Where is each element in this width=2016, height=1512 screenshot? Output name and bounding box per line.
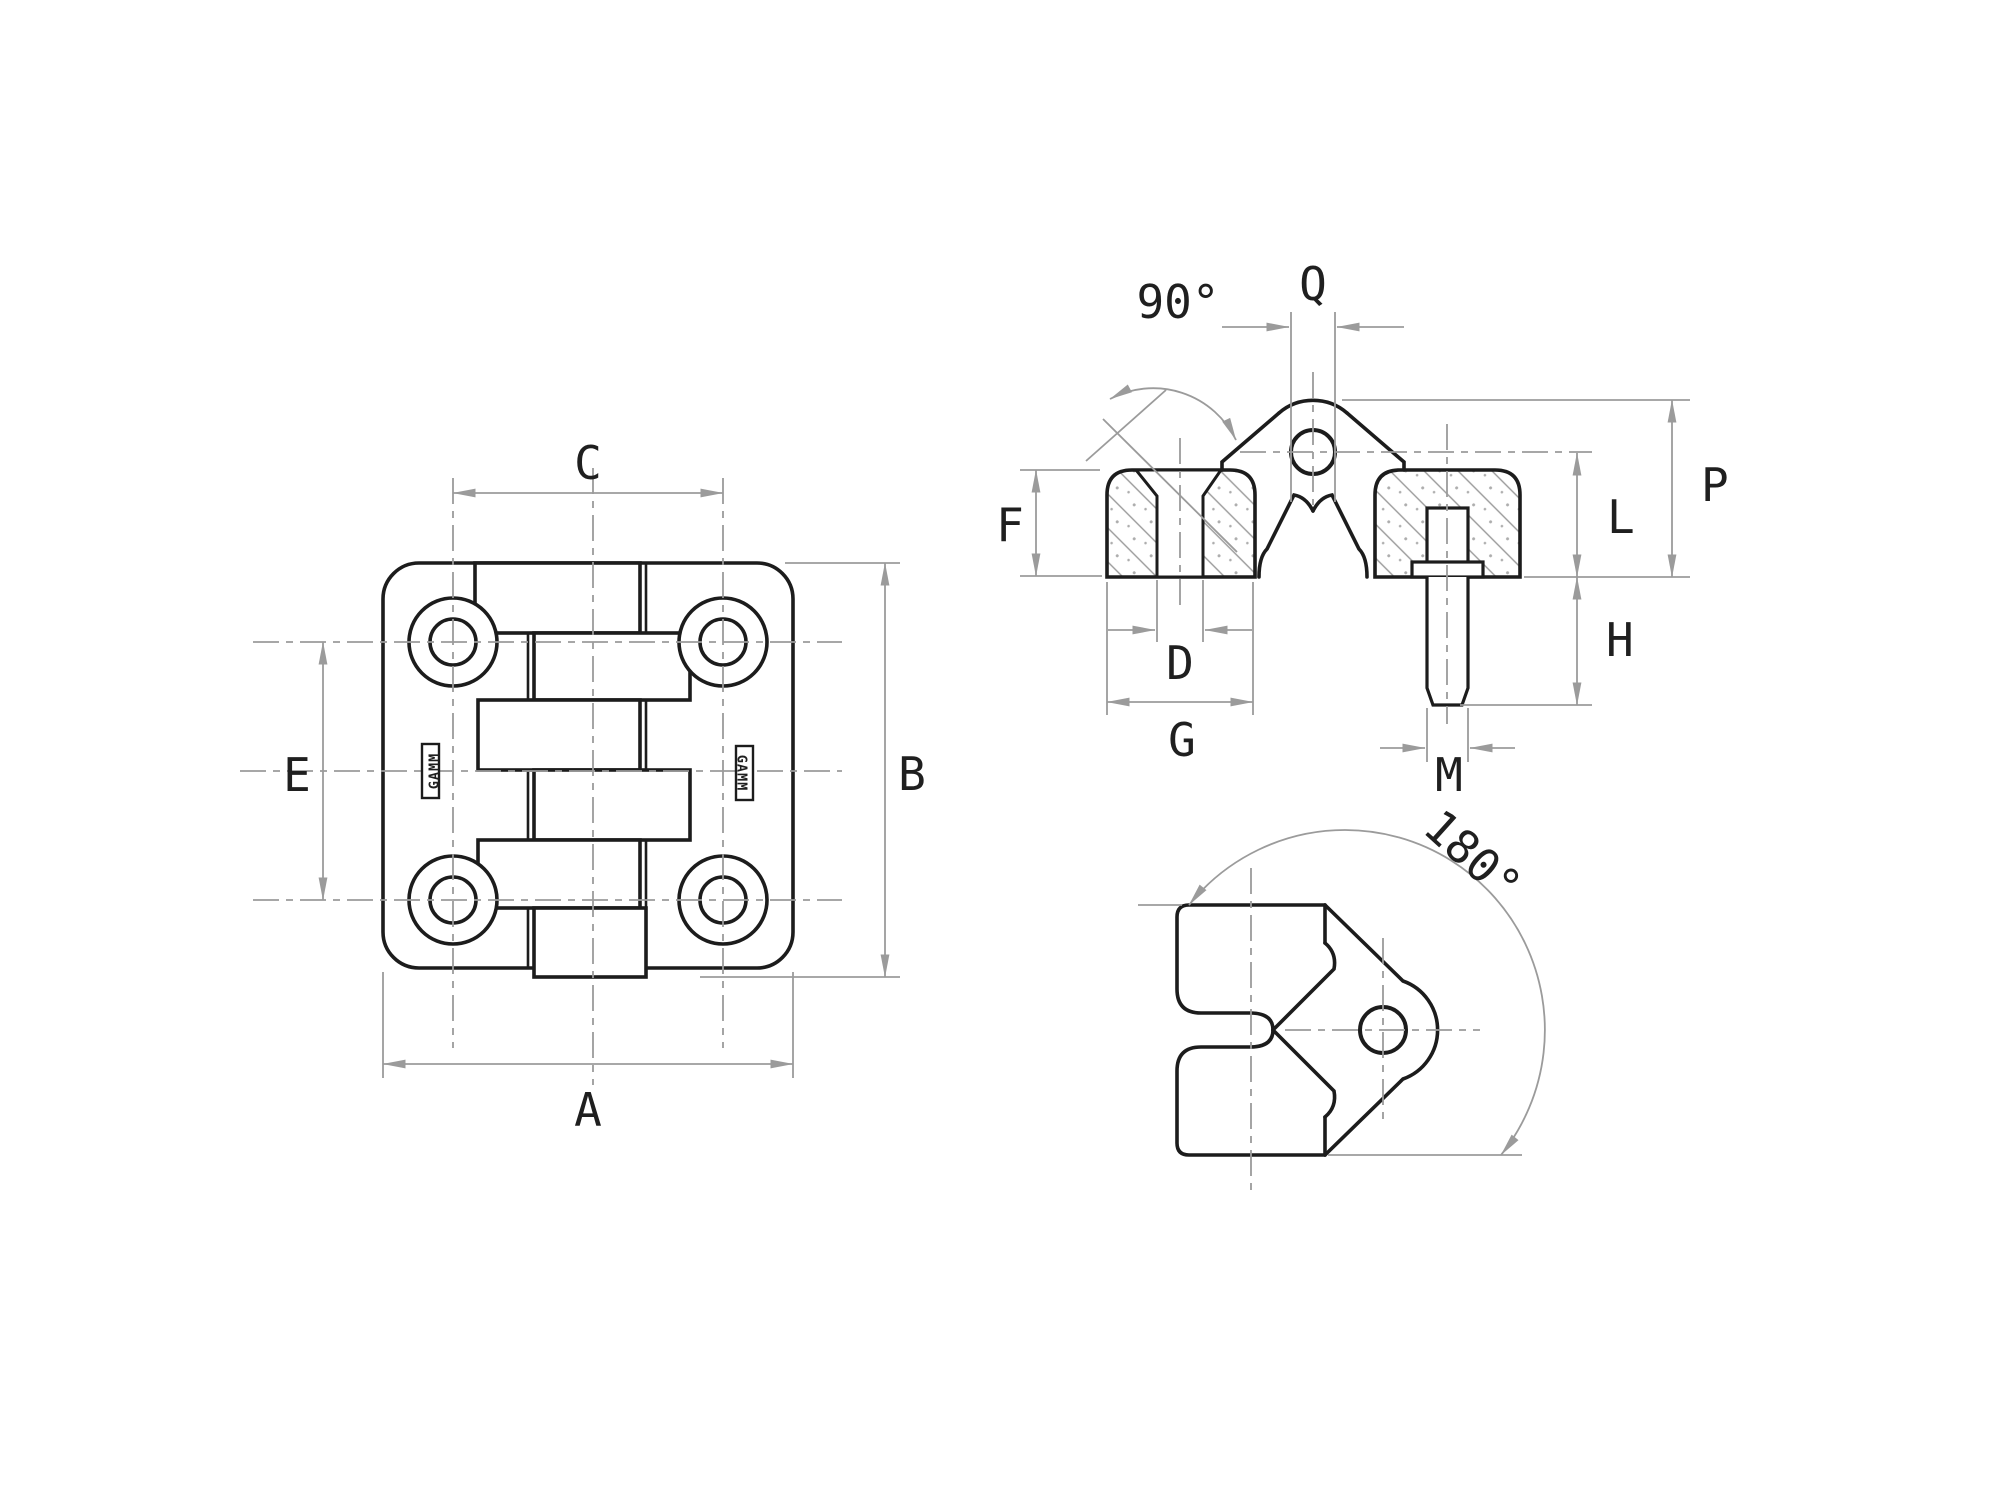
angle-label-180: 180° bbox=[1413, 799, 1531, 913]
right-leaf-outer-edge bbox=[1345, 411, 1406, 472]
dim-label-L: L bbox=[1607, 490, 1635, 544]
right-leaf-inner-edge bbox=[1311, 493, 1369, 579]
knuckle-tab-top bbox=[473, 561, 642, 635]
dim-label-F: F bbox=[996, 498, 1024, 552]
dim-label-M: M bbox=[1435, 748, 1463, 802]
left-leaf-inner-edge bbox=[1257, 493, 1315, 579]
left-leaf-outer-edge bbox=[1220, 411, 1281, 472]
open-90-view: 90° Q F D G M L H bbox=[996, 257, 1729, 802]
knuckle-bar-4 bbox=[476, 838, 642, 910]
dim-label-H: H bbox=[1606, 613, 1634, 667]
angle-leg-1 bbox=[1085, 389, 1167, 462]
brand-logo-right: GAMM bbox=[734, 744, 755, 802]
knuckle-tab-bottom bbox=[532, 906, 648, 979]
brand-text-right: GAMM bbox=[734, 755, 750, 792]
stud-lower bbox=[1425, 577, 1470, 707]
brand-logo-left: GAMM bbox=[420, 742, 443, 800]
folded-180-view: 180° bbox=[1138, 799, 1546, 1192]
knuckle-bar-3 bbox=[532, 768, 692, 842]
knuckle-bar-1 bbox=[532, 631, 692, 702]
dim-label-G: G bbox=[1168, 713, 1196, 767]
knuckle-bar-2 bbox=[476, 698, 642, 772]
folded-inner-edge-top bbox=[1271, 941, 1337, 1032]
angle-leg-2 bbox=[1102, 418, 1238, 553]
front-view: C A B E GAMM GAMM bbox=[240, 436, 926, 1137]
dim-label-Q: Q bbox=[1299, 257, 1327, 311]
dim-label-A: A bbox=[574, 1083, 602, 1137]
dim-label-B: B bbox=[898, 747, 926, 801]
dim-label-D: D bbox=[1166, 636, 1194, 690]
dim-label-E: E bbox=[283, 748, 311, 802]
folded-inner-edge-bottom bbox=[1271, 1028, 1337, 1119]
knuckle-outline bbox=[1277, 398, 1349, 415]
angle-arc-90 bbox=[1109, 384, 1237, 441]
angle-label-90: 90° bbox=[1136, 275, 1219, 329]
dim-label-C: C bbox=[574, 436, 602, 490]
angle-arc-180 bbox=[1188, 829, 1546, 1156]
brand-text-left: GAMM bbox=[427, 753, 443, 790]
dim-label-P: P bbox=[1701, 458, 1729, 512]
